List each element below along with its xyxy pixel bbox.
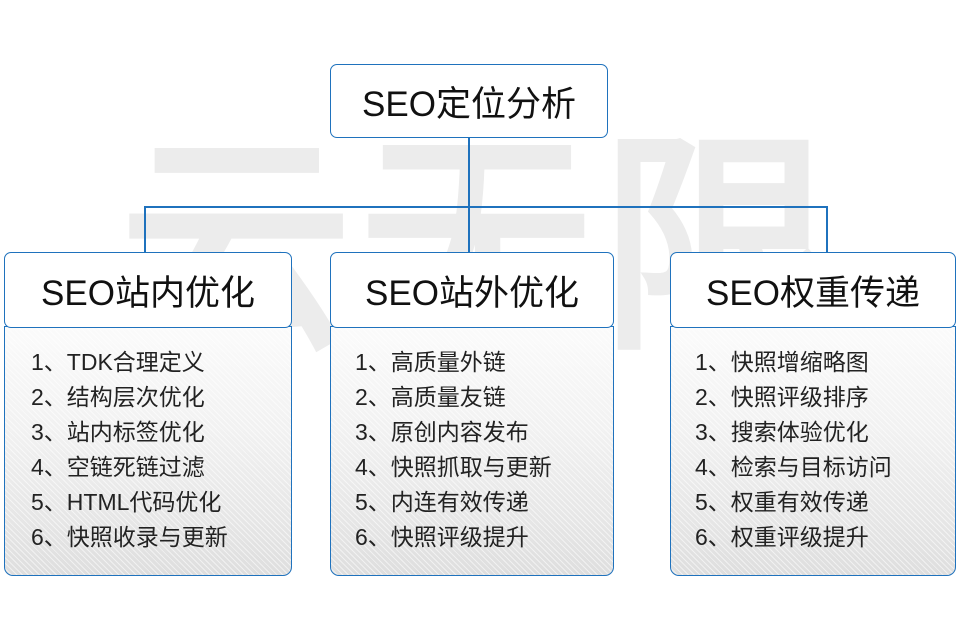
branch-item-list: 1、TDK合理定义 2、结构层次优化 3、站内标签优化 4、空链死链过滤 5、H… <box>5 345 291 555</box>
branch-body-off-site: 1、高质量外链 2、高质量友链 3、原创内容发布 4、快照抓取与更新 5、内连有… <box>330 326 614 576</box>
connector-branch-right <box>826 206 828 254</box>
branch-off-site: SEO站外优化 1、高质量外链 2、高质量友链 3、原创内容发布 4、快照抓取与… <box>330 252 614 576</box>
list-item[interactable]: 2、结构层次优化 <box>31 384 205 410</box>
branch-item-list: 1、高质量外链 2、高质量友链 3、原创内容发布 4、快照抓取与更新 5、内连有… <box>331 345 613 555</box>
connector-horizontal-bus <box>144 206 828 208</box>
root-node[interactable]: SEO定位分析 <box>330 64 608 138</box>
list-item[interactable]: 4、快照抓取与更新 <box>355 454 552 480</box>
branch-header-weight-transfer[interactable]: SEO权重传递 <box>670 252 956 328</box>
branch-header-on-site[interactable]: SEO站内优化 <box>4 252 292 328</box>
list-item[interactable]: 1、快照增缩略图 <box>695 349 869 375</box>
branch-title: SEO权重传递 <box>706 273 920 313</box>
root-node-label: SEO定位分析 <box>362 84 576 124</box>
list-item[interactable]: 5、HTML代码优化 <box>31 489 222 515</box>
list-item[interactable]: 6、权重评级提升 <box>695 524 869 550</box>
branch-weight-transfer: SEO权重传递 1、快照增缩略图 2、快照评级排序 3、搜索体验优化 4、检索与… <box>670 252 956 576</box>
list-item[interactable]: 3、站内标签优化 <box>31 419 205 445</box>
branch-body-on-site: 1、TDK合理定义 2、结构层次优化 3、站内标签优化 4、空链死链过滤 5、H… <box>4 326 292 576</box>
branch-on-site: SEO站内优化 1、TDK合理定义 2、结构层次优化 3、站内标签优化 4、空链… <box>4 252 292 576</box>
branch-body-weight-transfer: 1、快照增缩略图 2、快照评级排序 3、搜索体验优化 4、检索与目标访问 5、权… <box>670 326 956 576</box>
list-item[interactable]: 5、权重有效传递 <box>695 489 869 515</box>
list-item[interactable]: 2、快照评级排序 <box>695 384 869 410</box>
list-item[interactable]: 6、快照收录与更新 <box>31 524 228 550</box>
branch-header-off-site[interactable]: SEO站外优化 <box>330 252 614 328</box>
list-item[interactable]: 3、搜索体验优化 <box>695 419 869 445</box>
list-item[interactable]: 1、TDK合理定义 <box>31 349 205 375</box>
list-item[interactable]: 6、快照评级提升 <box>355 524 529 550</box>
branch-title: SEO站内优化 <box>41 273 255 313</box>
branch-item-list: 1、快照增缩略图 2、快照评级排序 3、搜索体验优化 4、检索与目标访问 5、权… <box>671 345 955 555</box>
list-item[interactable]: 4、空链死链过滤 <box>31 454 205 480</box>
list-item[interactable]: 2、高质量友链 <box>355 384 506 410</box>
list-item[interactable]: 1、高质量外链 <box>355 349 506 375</box>
connector-branch-middle <box>468 206 470 254</box>
connector-branch-left <box>144 206 146 254</box>
branch-title: SEO站外优化 <box>365 273 579 313</box>
list-item[interactable]: 5、内连有效传递 <box>355 489 529 515</box>
connector-root-vertical <box>468 138 470 208</box>
list-item[interactable]: 3、原创内容发布 <box>355 419 529 445</box>
list-item[interactable]: 4、检索与目标访问 <box>695 454 892 480</box>
